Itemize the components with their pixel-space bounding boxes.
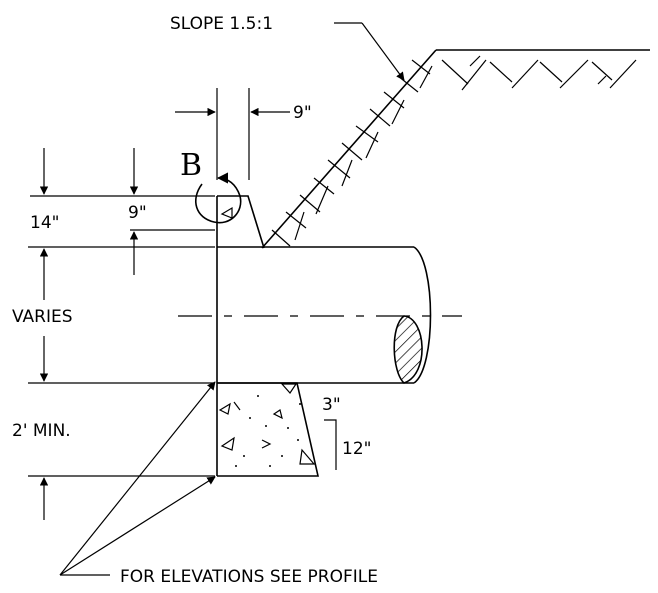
earth-hatching xyxy=(271,55,637,247)
slope-leader-arrow xyxy=(361,22,405,81)
top-width-dimension xyxy=(175,88,290,180)
ground-surface xyxy=(261,49,650,249)
pipe xyxy=(178,246,462,384)
elevation-leaders xyxy=(59,381,216,576)
min-depth-label: 2' MIN. xyxy=(12,421,71,441)
detail-marker-arrow xyxy=(194,172,242,224)
footing xyxy=(217,382,320,477)
dim-3-label: 3" xyxy=(322,395,341,415)
footing-dimensions xyxy=(324,419,337,470)
varies-label: VARIES xyxy=(12,307,73,327)
detail-marker-b: B xyxy=(180,148,202,183)
slope-label: SLOPE 1.5:1 xyxy=(170,14,273,34)
headwall xyxy=(216,195,265,476)
left-dimensions xyxy=(28,148,215,520)
elevations-note: FOR ELEVATIONS SEE PROFILE xyxy=(120,567,378,587)
dim-9-label: 9" xyxy=(128,203,147,223)
top-width-label: 9" xyxy=(293,103,312,123)
dim-12-label: 12" xyxy=(342,439,371,459)
dim-14-label: 14" xyxy=(30,213,59,233)
